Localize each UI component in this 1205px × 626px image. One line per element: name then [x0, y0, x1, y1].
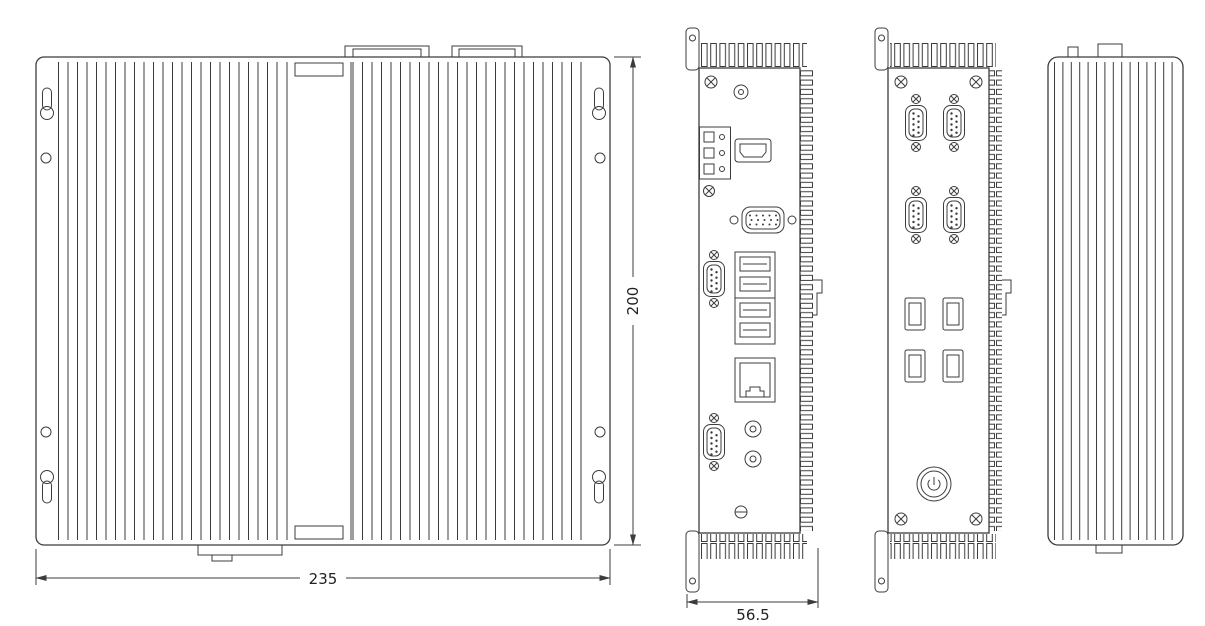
screw-hole [40, 426, 52, 438]
fin-comb-right [800, 70, 813, 531]
dimension-height: 200 [614, 56, 643, 546]
screw [969, 75, 983, 89]
mounting-keyhole-bottom-left [40, 470, 54, 504]
pilot-hole [733, 84, 749, 100]
dimension-height-label: 200 [624, 287, 642, 316]
front-panel-view [685, 27, 823, 593]
fin-comb-right [989, 70, 1002, 531]
usb-port [942, 297, 964, 331]
audio-jack [744, 420, 762, 438]
side-view [1047, 43, 1184, 554]
mount-ear-bottom [685, 530, 700, 593]
mount-ear-top [685, 27, 700, 71]
screw [704, 75, 718, 89]
dimension-depth: 56.5 [686, 548, 819, 624]
screw-hole [594, 152, 606, 164]
top-edge-connectors [344, 45, 523, 58]
fin-comb-top [890, 43, 996, 68]
mounting-keyhole-top-left [40, 87, 54, 120]
bottom-edge-connector [197, 544, 283, 562]
mount-ear-top [874, 27, 889, 71]
screw-hole [40, 152, 52, 164]
bottom-bump [1095, 544, 1123, 554]
side-fin-field [1054, 62, 1177, 540]
screw [734, 505, 748, 519]
mounting-keyhole-top-right [592, 87, 606, 120]
screw [894, 75, 908, 89]
fin-comb-bottom [890, 534, 996, 559]
side-clip [813, 279, 823, 316]
screw [969, 512, 983, 526]
fin-field-left [58, 62, 286, 540]
dimension-width-label: 235 [309, 570, 338, 588]
ethernet-rj45-port [734, 357, 776, 403]
screw-hole [594, 426, 606, 438]
power-button [916, 466, 952, 502]
usb-port [942, 349, 964, 383]
rear-panel-view [874, 27, 1012, 593]
usb-port [904, 349, 926, 383]
usb-port [904, 297, 926, 331]
top-bump-small [1067, 46, 1079, 58]
vga-port [729, 206, 797, 234]
usb-quad-stack [734, 251, 776, 345]
mounting-keyhole-bottom-right [592, 470, 606, 504]
chassis-outline [35, 56, 611, 546]
top-bump-large [1097, 43, 1123, 58]
dimension-depth-label: 56.5 [736, 606, 769, 624]
center-channel [286, 62, 352, 540]
power-icon [927, 479, 941, 491]
hdmi-port [734, 138, 772, 163]
dimension-width: 235 [35, 549, 611, 588]
screw [894, 512, 908, 526]
fin-comb-bottom [701, 534, 807, 559]
side-clip [1002, 279, 1012, 316]
mount-ear-bottom [874, 530, 889, 593]
screw [703, 185, 715, 197]
fin-comb-top [701, 43, 807, 68]
fin-field-right [352, 62, 582, 540]
power-terminal-block [699, 126, 731, 180]
top-view [35, 45, 611, 562]
audio-jack [744, 450, 762, 468]
